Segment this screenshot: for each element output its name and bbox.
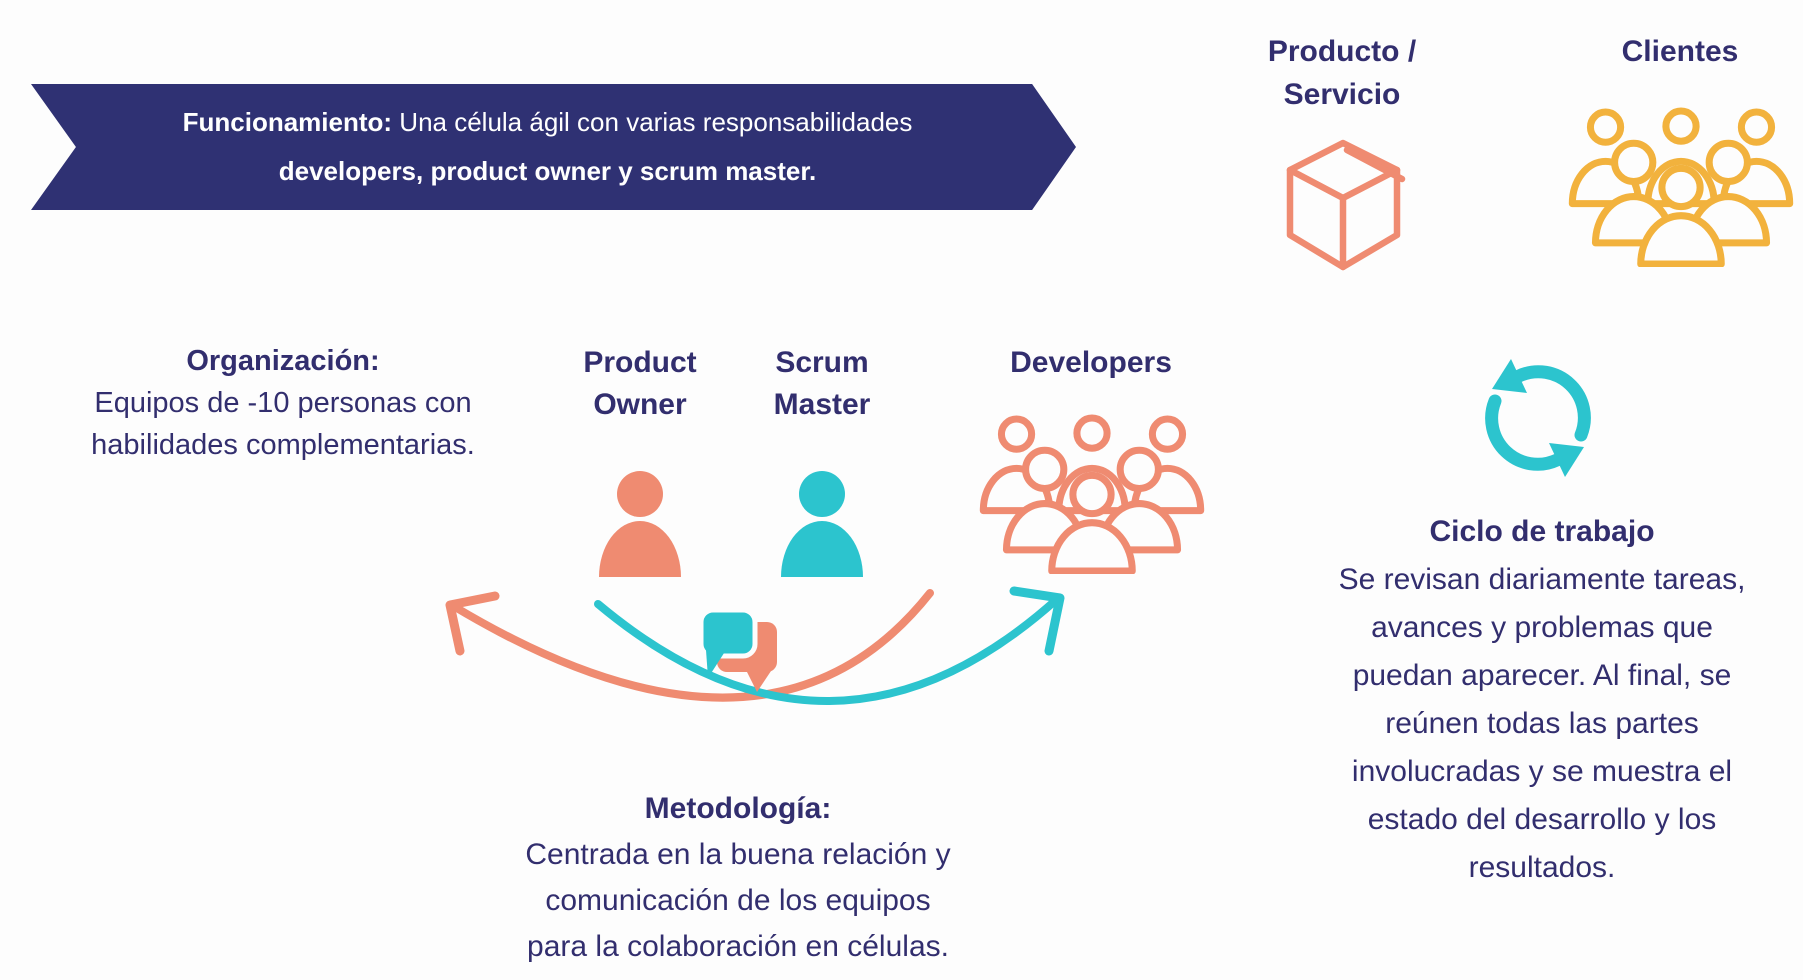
ciclo-line-3: puedan aparecer. Al final, se [1352, 659, 1732, 692]
ciclo-line-5: involucradas y se muestra el [1351, 755, 1733, 788]
metodologia-line-2: comunicación de los equipos [545, 884, 931, 917]
producto-line-1: Producto / [1267, 35, 1417, 68]
ciclo-line-2: avances y problemas que [1371, 611, 1713, 644]
ciclo-line-4: reúnen todas las partes [1385, 707, 1699, 740]
organizacion-line-1: Equipos de -10 personas con [94, 387, 472, 419]
ciclo-line-7: resultados. [1468, 851, 1616, 884]
banner-line1-rest: Una célula ágil con varias responsabilid… [392, 107, 913, 137]
ciclo-line-1: Se revisan diariamente tareas, [1338, 563, 1746, 596]
organizacion-line-2: habilidades complementarias. [91, 429, 475, 461]
banner-funcionamiento: Funcionamiento: Una célula ágil con vari… [31, 84, 1076, 210]
product-owner-line-1: Product [583, 346, 697, 379]
ciclo-line-6: estado del desarrollo y los [1367, 803, 1717, 836]
curved-arrow-right-icon [594, 586, 1065, 705]
ciclo-title: Ciclo de trabajo [1429, 515, 1655, 548]
banner-line-1: Funcionamiento: Una célula ágil con vari… [183, 107, 913, 138]
banner-line-2: developers, product owner y scrum master… [278, 156, 817, 186]
product-owner-label: Product Owner [565, 342, 715, 426]
cycle-refresh-icon [1485, 359, 1591, 477]
curved-arrow-left-icon [445, 589, 934, 702]
product-owner-line-2: Owner [593, 388, 687, 421]
metodologia-line-1: Centrada en la buena relación y [525, 838, 951, 871]
scrum-master-line-1: Scrum [775, 346, 869, 379]
producto-servicio-label: Producto / Servicio [1227, 30, 1457, 116]
metodologia-block: Metodología: Centrada en la buena relaci… [480, 786, 996, 970]
chat-bubbles-icon [698, 607, 777, 692]
banner-bold-prefix: Funcionamiento: [182, 107, 393, 137]
box-icon [1286, 139, 1406, 271]
metodologia-line-3: para la colaboración en células. [527, 930, 949, 963]
ciclo-block: Ciclo de trabajo Se revisan diariamente … [1282, 508, 1802, 892]
producto-line-2: Servicio [1283, 78, 1401, 111]
developers-label: Developers [1010, 346, 1172, 379]
metodologia-title: Metodología: [644, 792, 832, 825]
organizacion-title: Organización: [186, 345, 380, 377]
clientes-label: Clientes [1621, 35, 1739, 68]
organizacion-block: Organización: Equipos de -10 personas co… [25, 340, 541, 466]
scrum-master-label: Scrum Master [747, 342, 897, 426]
scrum-master-line-2: Master [773, 388, 871, 421]
